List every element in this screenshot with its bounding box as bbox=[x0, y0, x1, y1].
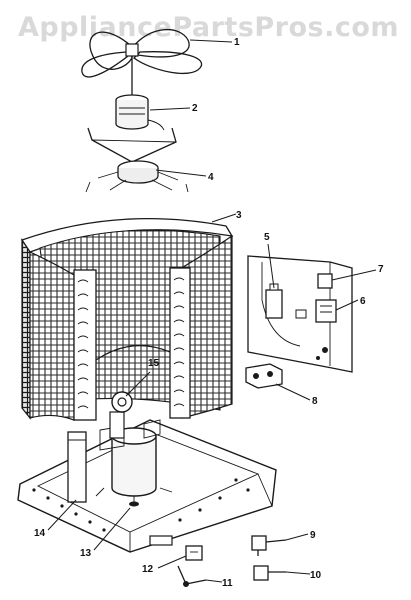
callout-7: 7 bbox=[378, 264, 384, 275]
callout-4: 4 bbox=[208, 172, 214, 183]
condenser-coil bbox=[20, 217, 234, 421]
callout-9: 9 bbox=[310, 530, 316, 541]
callout-2: 2 bbox=[192, 103, 198, 114]
callout-14: 14 bbox=[34, 528, 46, 539]
callout-10: 10 bbox=[310, 570, 322, 581]
valve-12 bbox=[185, 545, 203, 561]
callout-1: 1 bbox=[234, 37, 240, 48]
service-valve-9 bbox=[251, 535, 287, 556]
callout-6: 6 bbox=[360, 296, 366, 307]
valve-11 bbox=[177, 565, 207, 587]
callout-3: 3 bbox=[236, 210, 242, 221]
support-post bbox=[67, 431, 87, 503]
fan-blade bbox=[81, 28, 203, 78]
compressor bbox=[95, 391, 173, 507]
callout-labels: 1 2 3 4 5 6 7 8 9 10 11 12 13 14 15 bbox=[34, 37, 384, 589]
terminal-block bbox=[245, 363, 283, 389]
condenser-fan-motor bbox=[115, 56, 165, 131]
control-box bbox=[247, 255, 353, 373]
callout-13: 13 bbox=[80, 548, 92, 559]
callout-11: 11 bbox=[222, 578, 233, 589]
fan-guard-bracket bbox=[85, 127, 189, 193]
callout-12: 12 bbox=[142, 564, 154, 575]
callout-8: 8 bbox=[312, 396, 318, 407]
watermark: AppliancePartsPros.com bbox=[18, 12, 400, 43]
callout-5: 5 bbox=[264, 232, 270, 243]
callout-15: 15 bbox=[148, 358, 160, 369]
service-valve-10 bbox=[253, 565, 286, 581]
leader-lines bbox=[47, 39, 377, 583]
